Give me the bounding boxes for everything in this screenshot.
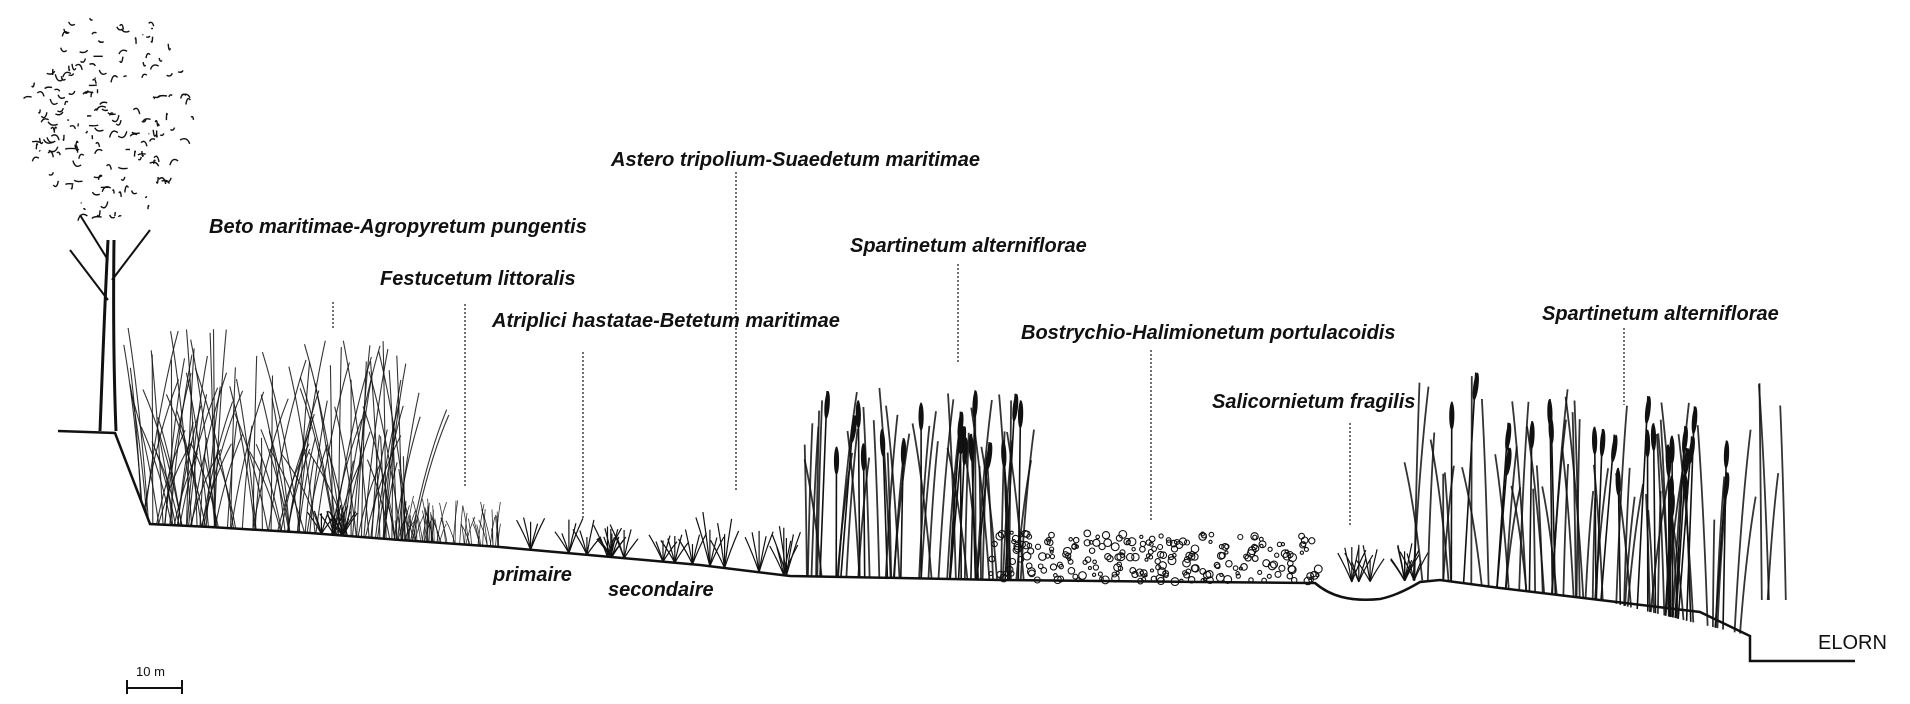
label-secondaire: secondaire [608,579,714,602]
vegetation-illustration [124,328,1786,634]
label-bostrychio-halimionetum: Bostrychio-Halimionetum portulacoidis [1021,322,1395,345]
tree-illustration [24,18,194,431]
label-atriplici-hastatae-betetum: Atriplici hastatae-Betetum maritimae [492,310,840,333]
label-beto-maritimae-agropyretum: Beto maritimae-Agropyretum pungentis [209,216,587,239]
label-spartinetum-alterniflorae-1: Spartinetum alterniflorae [850,235,1087,258]
label-spartinetum-alterniflorae-2: Spartinetum alterniflorae [1542,303,1779,326]
scale-bar [127,680,182,694]
label-astero-tripolium-suaedetum: Astero tripolium-Suaedetum maritimae [611,149,980,172]
scale-bar-label: 10 m [136,664,165,679]
label-salicornietum-fragilis: Salicornietum fragilis [1212,391,1415,414]
label-festucetum-littoralis: Festucetum littoralis [380,268,576,291]
label-primaire: primaire [493,564,572,587]
river-label-elorn: ELORN [1818,632,1887,655]
